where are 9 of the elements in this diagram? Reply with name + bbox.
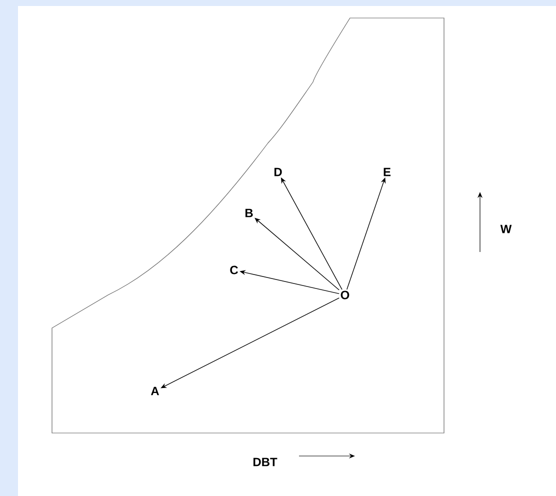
point-label: C [230, 266, 238, 274]
point-label: D [274, 168, 282, 176]
point-label: B [245, 208, 253, 218]
axis-label: W [500, 224, 512, 234]
arrow [254, 218, 340, 290]
point-label: E [384, 168, 391, 176]
axis-label: DBT [253, 458, 278, 466]
point-label: A [150, 386, 160, 396]
point-label: O [340, 290, 350, 300]
